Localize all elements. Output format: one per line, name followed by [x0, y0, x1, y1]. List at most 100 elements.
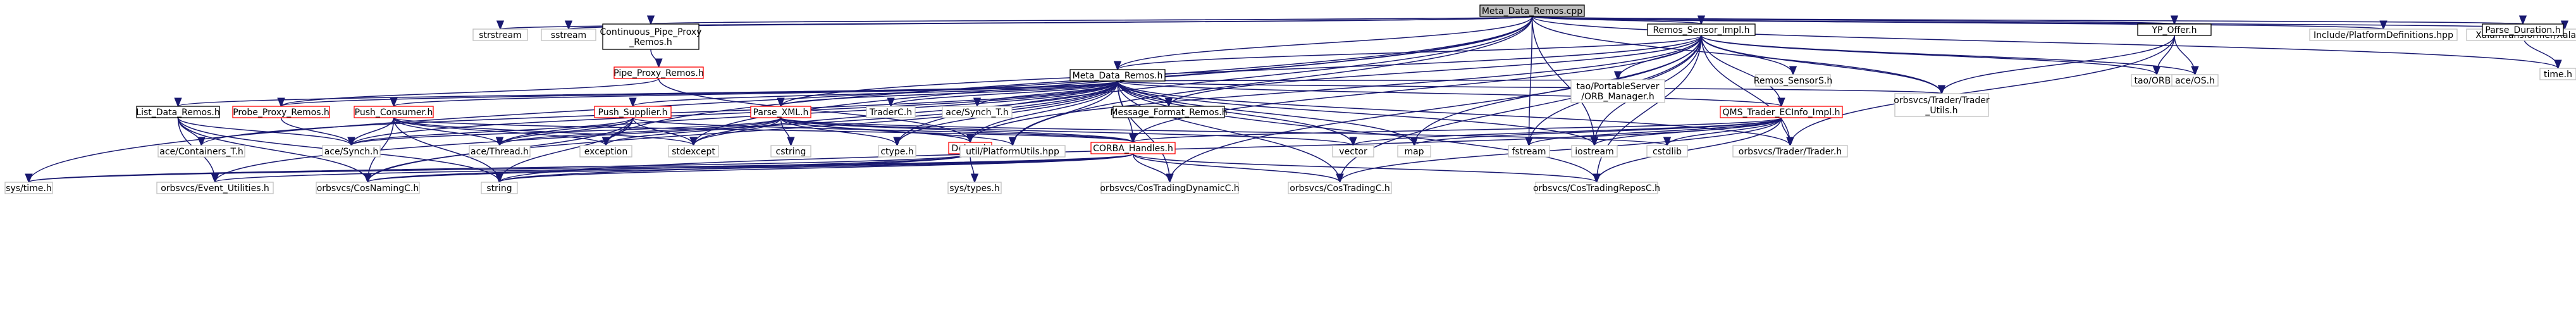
node-qms-trader[interactable]: QMS_Trader_ECInfo_Impl.h: [1720, 106, 1843, 118]
node-label: Pipe_Proxy_Remos.h: [613, 68, 703, 78]
edge-root-to-remos-sensor: [1531, 16, 1702, 25]
node-cstdlib[interactable]: cstdlib: [1646, 145, 1688, 158]
node-parse-duration[interactable]: Parse_Duration.h: [2482, 23, 2564, 36]
node-box: [942, 106, 1013, 118]
node-platform-utils[interactable]: util/PlatformUtils.hpp: [959, 145, 1066, 158]
node-root[interactable]: Meta_Data_Remos.cpp: [1479, 4, 1585, 17]
node-cstring[interactable]: cstring: [770, 145, 811, 158]
edge-parse-xml-to-platform-utils: [780, 117, 1013, 146]
node-label: ace/Synch_T.h: [946, 108, 1008, 118]
node-platform-def[interactable]: Include/PlatformDefinitions.hpp: [2309, 28, 2458, 41]
node-list-data[interactable]: List_Data_Remos.h: [136, 106, 220, 118]
node-label: /ORB_Manager.h: [1581, 92, 1654, 102]
node-cos-trading[interactable]: orbsvcs/CosTradingC.h: [1288, 182, 1392, 194]
node-box: [1332, 145, 1374, 158]
node-box: [1894, 93, 1989, 117]
node-probe-proxy[interactable]: Probe_Proxy_Remos.h: [232, 106, 330, 118]
node-label: List_Data_Remos.h: [136, 108, 219, 118]
node-ace-synch[interactable]: ace/Synch.h: [322, 145, 381, 158]
edge-remos-sensor-to-trader-utils: [1701, 35, 1942, 94]
node-box: [750, 106, 811, 118]
edge-corba-handles-to-cos-trading: [1132, 153, 1340, 183]
node-box: [2309, 28, 2458, 41]
edge-parse-xml-to-corba-handles: [780, 117, 1133, 143]
node-message-format[interactable]: Message_Format_Remos.h: [1110, 106, 1228, 118]
node-portable-server[interactable]: tao/PortableServer/ORB_Manager.h: [1570, 79, 1665, 103]
node-label: orbsvcs/Trader/Trader.h: [1739, 147, 1842, 157]
node-box: [1720, 106, 1843, 118]
edge-debug-h-to-sys-types: [970, 153, 975, 182]
node-exception[interactable]: exception: [579, 145, 632, 158]
node-box: [541, 28, 596, 41]
node-cos-trading-repos[interactable]: orbsvcs/CosTradingReposC.h: [1533, 182, 1660, 194]
node-cos-naming[interactable]: orbsvcs/CosNamingC.h: [316, 182, 420, 194]
edge-push-consumer-to-cos-naming: [368, 117, 395, 182]
node-box: [668, 145, 719, 158]
node-iostream[interactable]: iostream: [1571, 145, 1618, 158]
edge-meta-h-to-portable-server: [1117, 80, 1618, 81]
edge-remos-sensor-to-remos-sensors: [1701, 35, 1793, 75]
edge-pipe-proxy-to-debug-h: [658, 78, 971, 143]
edge-meta-h-to-trader-c: [891, 80, 1118, 107]
node-sys-time[interactable]: sys/time.h: [4, 182, 53, 194]
edge-push-consumer-to-corba-handles: [393, 117, 1133, 143]
node-stdexcept[interactable]: stdexcept: [668, 145, 719, 158]
node-parse-xml[interactable]: Parse_XML.h: [750, 106, 811, 118]
edge-yp-offer-to-trader-utils: [1942, 35, 2175, 94]
node-box: [1508, 145, 1550, 158]
edge-parse-xml-to-cstring: [780, 117, 791, 146]
node-trader-utils[interactable]: orbsvcs/Trader/Trader_Utils.h: [1894, 93, 1990, 117]
node-ctype[interactable]: ctype.h: [878, 145, 916, 158]
node-box: [1535, 182, 1658, 194]
node-containers-t[interactable]: ace/Containers_T.h: [157, 145, 245, 158]
edge-corba-handles-to-cos-trading-dyn: [1132, 153, 1170, 183]
node-remos-sensor[interactable]: Remos_Sensor_Impl.h: [1647, 23, 1756, 36]
edge-root-to-parse-duration: [1531, 16, 2524, 24]
edge-push-supplier-to-ace-synch: [352, 117, 634, 146]
edge-qms-trader-to-cos-trading: [1340, 117, 1782, 183]
node-synch-t[interactable]: ace/Synch_T.h: [942, 106, 1013, 118]
edge-cont-pipe-to-pipe-proxy: [650, 49, 659, 68]
node-meta-h[interactable]: Meta_Data_Remos.h: [1069, 69, 1166, 82]
node-string[interactable]: string: [481, 182, 518, 194]
node-fstream[interactable]: fstream: [1508, 145, 1550, 158]
node-pipe-proxy[interactable]: Pipe_Proxy_Remos.h: [613, 66, 704, 79]
node-ace-os[interactable]: ace/OS.h: [2171, 74, 2219, 87]
node-label: sys/time.h: [6, 183, 52, 194]
node-push-supplier[interactable]: Push_Supplier.h: [594, 106, 672, 118]
node-cont-pipe[interactable]: Continuous_Pipe_Proxy_Remos.h: [600, 23, 702, 50]
node-label: ace/Synch.h: [324, 147, 379, 157]
node-label: Probe_Proxy_Remos.h: [233, 108, 330, 118]
edge-push-consumer-to-stdexcept: [393, 117, 694, 146]
node-time-h[interactable]: time.h: [2539, 68, 2576, 80]
edge-remos-sensor-to-corba-handles: [1133, 35, 1702, 142]
node-corba-handles[interactable]: CORBA_Handles.h: [1090, 142, 1176, 154]
node-ace-thread[interactable]: ace/Thread.h: [469, 145, 531, 158]
edge-root-to-meta-h: [1118, 16, 1533, 70]
edge-corba-handles-to-cos-trading-repos: [1132, 153, 1597, 183]
node-strstream[interactable]: strstream: [472, 28, 528, 41]
node-label: Meta_Data_Remos.h: [1073, 71, 1163, 81]
node-push-consumer[interactable]: Push_Consumer.h: [354, 106, 434, 118]
node-label: ace/Thread.h: [471, 147, 529, 157]
node-label: cstring: [776, 147, 806, 157]
node-label: map: [1404, 147, 1424, 157]
node-remos-sensors[interactable]: Remos_SensorS.h: [1754, 74, 1832, 87]
node-sys-types[interactable]: sys/types.h: [947, 182, 1002, 194]
edge-meta-h-to-debug-h: [970, 80, 1118, 143]
node-cos-trading-dyn[interactable]: orbsvcs/CosTradingDynamicC.h: [1100, 182, 1240, 194]
node-trader-c[interactable]: TraderC.h: [866, 106, 916, 118]
node-event-utilities[interactable]: orbsvcs/Event_Utilities.h: [156, 182, 274, 194]
node-sstream[interactable]: sstream: [541, 28, 596, 41]
node-tao-orb[interactable]: tao/ORB.h: [2131, 74, 2183, 87]
node-map[interactable]: map: [1397, 145, 1431, 158]
edge-qms-trader-to-map: [1414, 117, 1782, 146]
node-yp-offer[interactable]: YP_Offer.h: [2137, 23, 2212, 36]
node-label: Push_Supplier.h: [598, 108, 668, 118]
edge-pipe-proxy-to-probe-proxy: [281, 78, 660, 107]
node-trader-h[interactable]: orbsvcs/Trader/Trader.h: [1732, 145, 1848, 158]
node-vector[interactable]: vector: [1332, 145, 1374, 158]
node-label: ace/OS.h: [2175, 76, 2215, 86]
node-box: [481, 182, 518, 194]
edge-push-consumer-to-ace-thread: [393, 117, 500, 146]
